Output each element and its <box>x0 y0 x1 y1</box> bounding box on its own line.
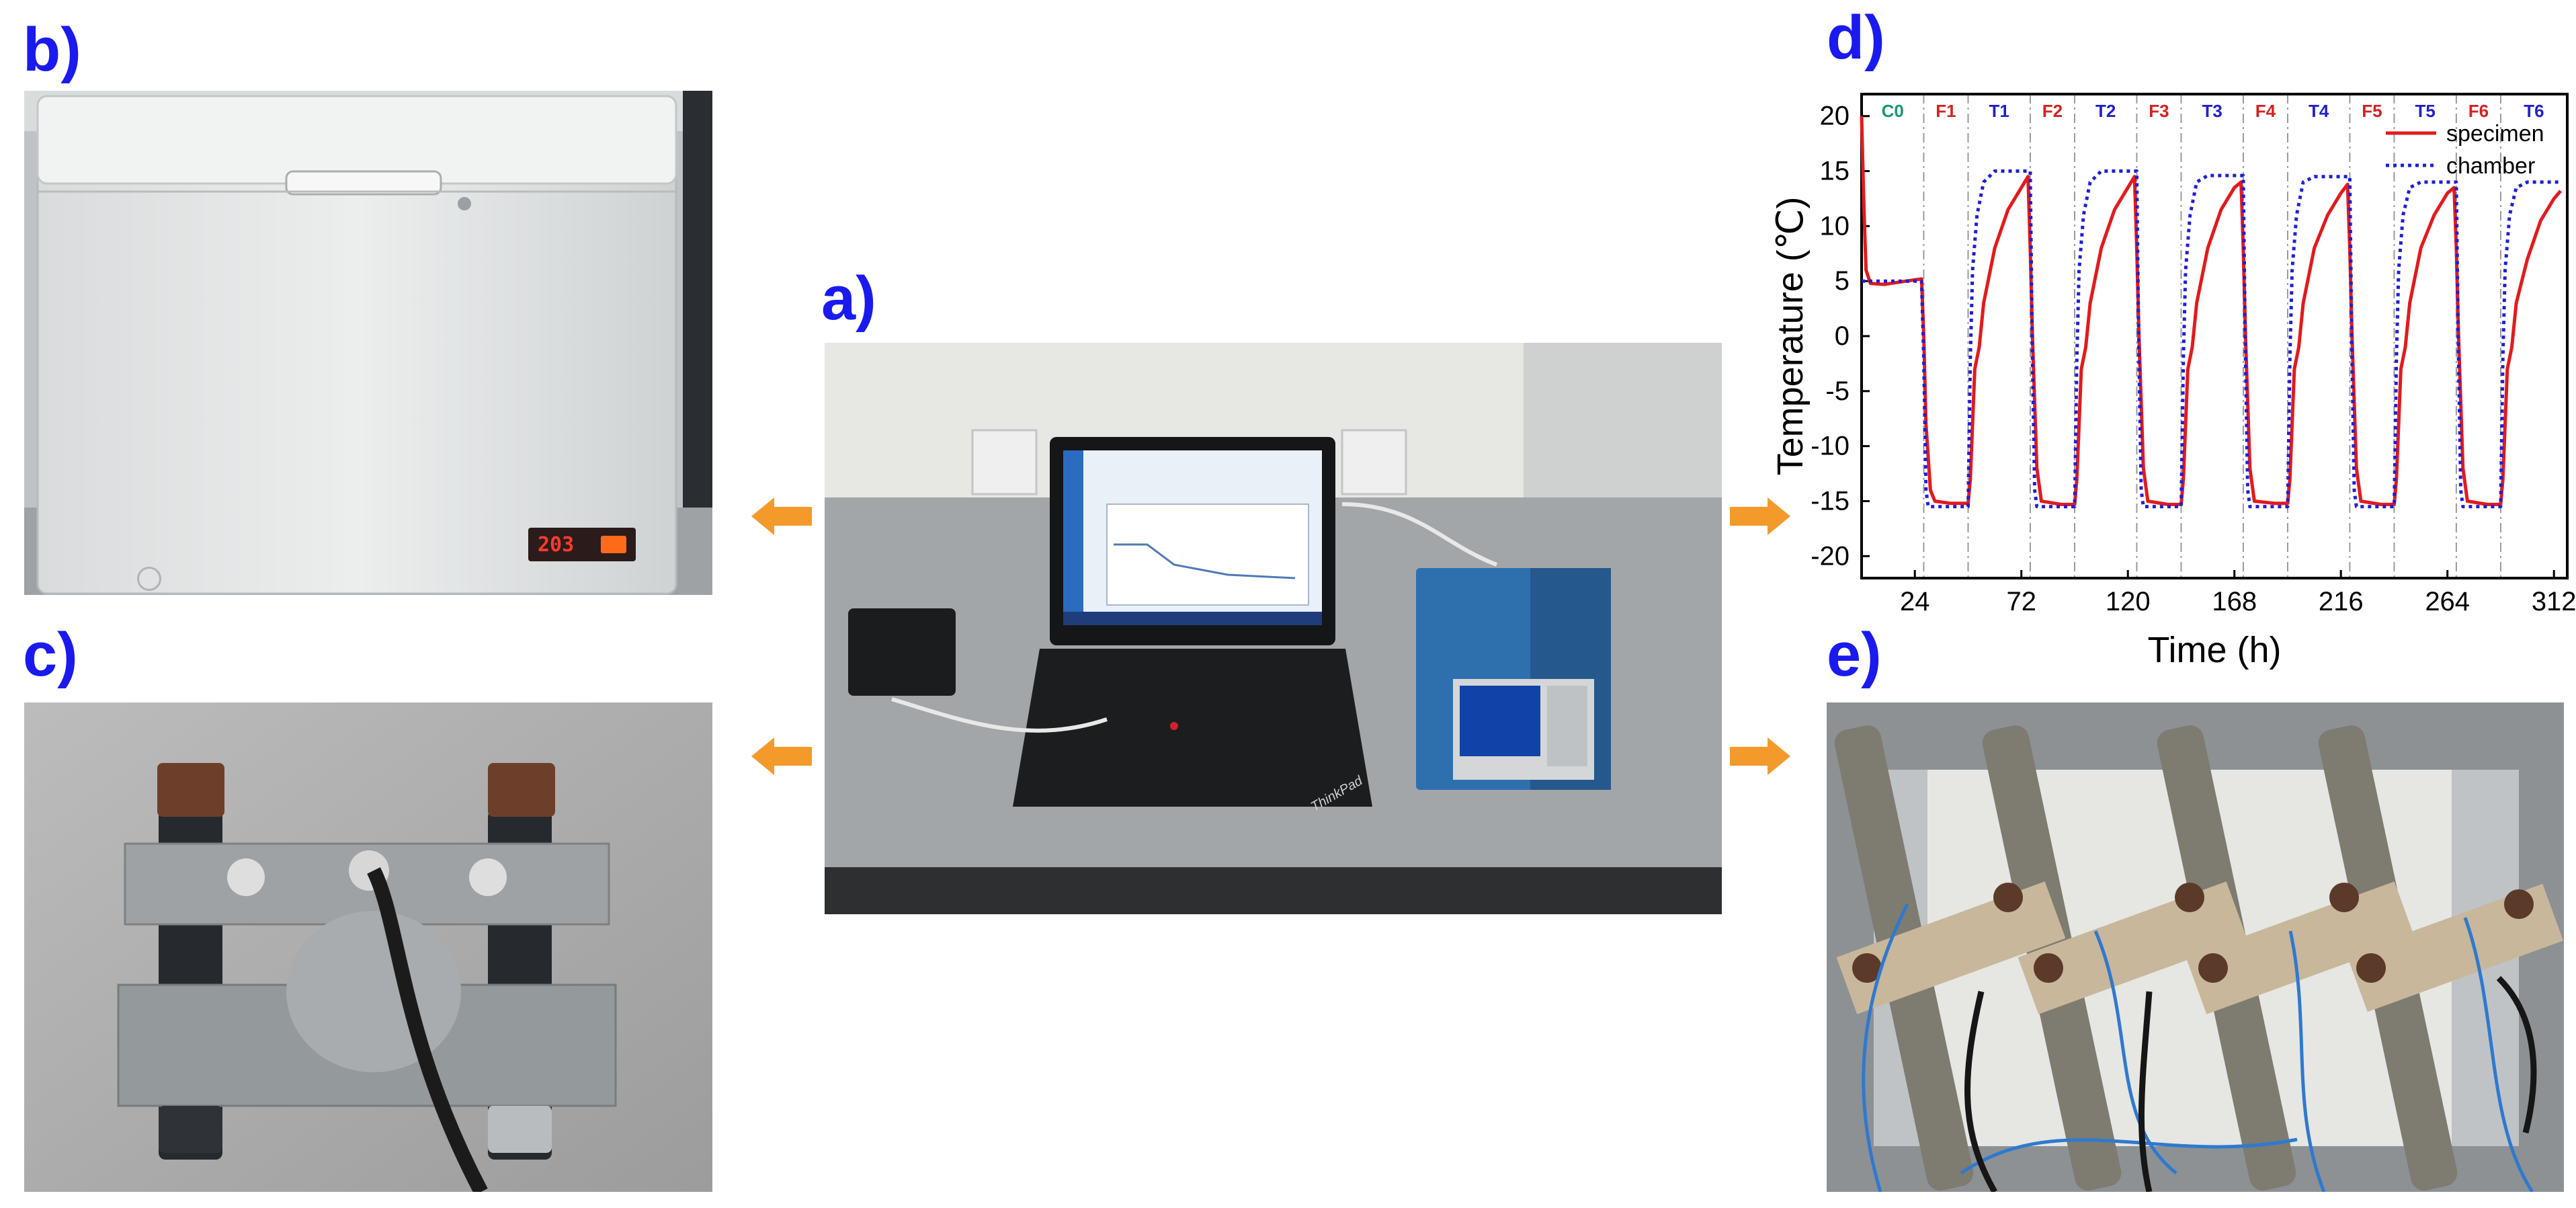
panel-label-a: a) <box>821 264 876 333</box>
freezer-display-reading: 203 <box>538 533 575 557</box>
y-tick-label: -10 <box>1811 432 1850 461</box>
phase-label: T6 <box>2524 101 2544 121</box>
x-tick-label: 24 <box>1900 587 1930 616</box>
phase-label: T2 <box>2095 101 2116 121</box>
freezer-temperature-display: 203 <box>528 528 636 561</box>
arrow-right-to-chart-icon <box>1730 497 1790 535</box>
panel-label-c: c) <box>23 620 78 689</box>
arrow-right-to-specimens-icon <box>1730 737 1790 775</box>
y-tick-label: -15 <box>1811 486 1850 516</box>
legend-label-chamber: chamber <box>2446 153 2535 179</box>
phase-label: F3 <box>2149 101 2169 121</box>
legend-label-specimen: specimen <box>2446 121 2544 147</box>
freezer-indicator-lights <box>601 536 626 553</box>
y-axis-label: Temperature (℃) <box>1770 197 1811 476</box>
series-line-chamber <box>1862 169 2561 509</box>
x-axis-label: Time (h) <box>2148 630 2282 670</box>
phase-label: F1 <box>1936 101 1956 121</box>
data-acquisition-setup-photo: ThinkPad <box>825 343 1722 914</box>
arrow-left-to-clamp-icon <box>751 737 812 775</box>
y-tick-label: 0 <box>1835 321 1850 351</box>
y-tick-label: 20 <box>1820 102 1850 131</box>
phase-label: F5 <box>2362 101 2382 121</box>
freezer-drain-plug <box>137 567 161 591</box>
x-tick-label: 168 <box>2212 587 2257 616</box>
arrow-left-to-freezer-icon <box>751 497 812 535</box>
x-tick-label: 312 <box>2532 587 2576 616</box>
y-tick-label: 15 <box>1820 157 1850 186</box>
phase-label: F2 <box>2042 101 2063 121</box>
phase-label: F6 <box>2468 101 2489 121</box>
phase-label: T1 <box>1989 101 2009 121</box>
phase-label: T5 <box>2415 101 2436 121</box>
specimens-in-freezer-photo <box>1827 702 2564 1192</box>
y-tick-label: 5 <box>1835 266 1850 296</box>
x-tick-label: 72 <box>2006 587 2036 616</box>
y-tick-label: 10 <box>1820 211 1850 241</box>
phase-label: T4 <box>2309 101 2329 121</box>
phase-label: T3 <box>2202 101 2222 121</box>
y-tick-label: -20 <box>1811 541 1850 571</box>
x-tick-label: 120 <box>2106 587 2151 616</box>
panel-label-e: e) <box>1827 620 1882 689</box>
panel-label-d: d) <box>1827 3 1885 72</box>
phase-label: F4 <box>2255 101 2276 121</box>
freezer-photo: 203 <box>24 91 712 595</box>
series-line-specimen <box>1860 116 2562 506</box>
specimen-clamp-photo <box>24 702 712 1192</box>
temperature-chart: C0 F1 T1 F2 T2 F3 T3 F4 T4 F5 T5 F6 T6 -20 -15 -10 -5 0 5 1… <box>1770 93 2576 670</box>
y-tick-label: -5 <box>1825 376 1850 406</box>
panel-label-b: b) <box>23 15 81 84</box>
x-tick-label: 216 <box>2319 587 2364 616</box>
phase-label: C0 <box>1882 101 1904 121</box>
x-tick-label: 264 <box>2425 587 2470 616</box>
